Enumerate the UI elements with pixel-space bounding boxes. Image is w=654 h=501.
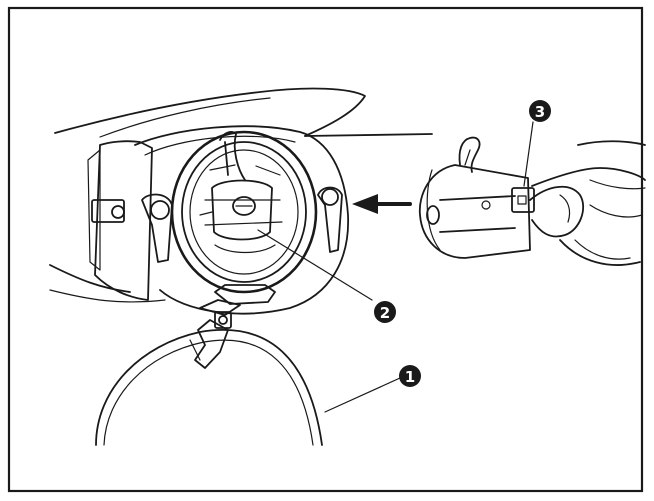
callout-3-label: 3 [535, 103, 545, 121]
hinged-cover [95, 329, 323, 446]
figure-border [7, 6, 644, 493]
leader-lines [257, 121, 534, 413]
callout-1: 1 [399, 365, 421, 387]
callout-3: 3 [529, 100, 551, 122]
callout-2: 2 [374, 301, 396, 323]
callout-2-label: 2 [380, 304, 390, 322]
rotary-hook [170, 130, 318, 294]
callout-1-label: 1 [405, 368, 415, 386]
rotary-hook-housing [87, 125, 349, 369]
bobbin-case [418, 136, 535, 259]
hand [529, 140, 646, 266]
machine-bed [49, 87, 433, 303]
arrow-left-icon [352, 194, 412, 214]
